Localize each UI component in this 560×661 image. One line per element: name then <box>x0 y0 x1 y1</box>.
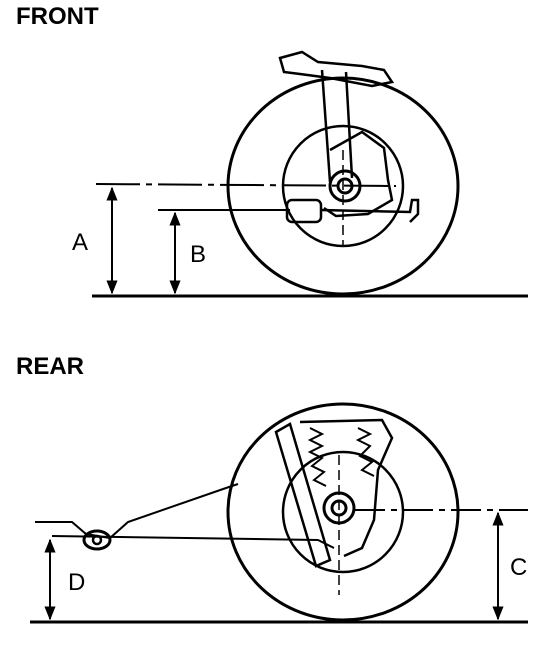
rear-wheel-assembly <box>35 402 460 622</box>
rear-arm-bushing-center <box>91 534 103 546</box>
rear-coil-spring-right <box>355 427 375 477</box>
front-strut <box>320 69 354 183</box>
dimension-d-label: D <box>68 569 85 596</box>
rear-spring-tower <box>299 418 394 558</box>
rear-tire <box>226 402 460 622</box>
front-wheel-assembly <box>226 50 460 296</box>
rear-coil-spring-left <box>307 427 327 487</box>
dimension-b-label: B <box>190 241 206 268</box>
rear-shock-absorber <box>274 422 332 568</box>
front-heading: FRONT <box>16 3 99 30</box>
rear-hub-ring <box>281 450 405 574</box>
front-lower-arm <box>319 198 420 223</box>
rear-trailing-arm-upper <box>35 483 239 540</box>
front-tire <box>226 76 460 296</box>
front-strut-mount <box>278 50 395 88</box>
dimension-c-label: C <box>510 554 527 581</box>
front-knuckle <box>323 130 394 218</box>
rear-arm-bushing <box>82 529 112 551</box>
rear-heading: REAR <box>16 353 84 380</box>
front-hub-reference-line <box>95 183 397 187</box>
dimension-a-label: A <box>72 229 88 256</box>
rear-trailing-arm-lower <box>51 535 335 549</box>
